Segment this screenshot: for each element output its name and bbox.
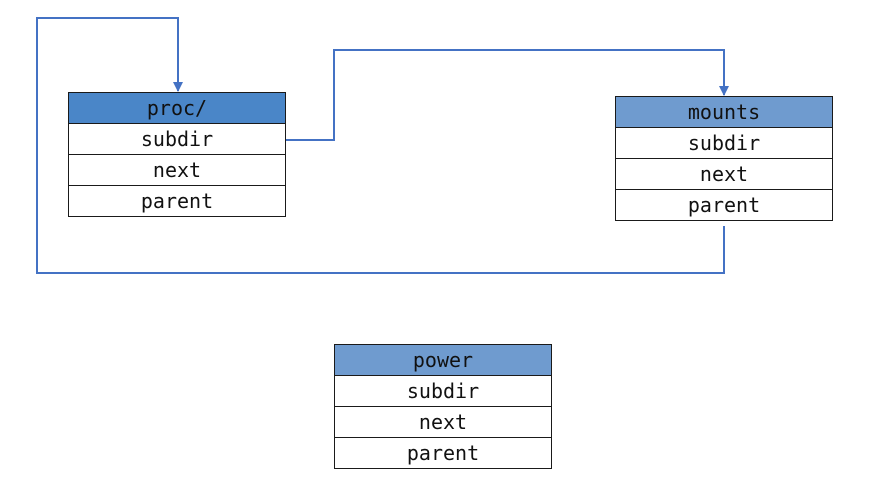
node-mounts-field-subdir: subdir — [616, 127, 832, 158]
node-power: power subdir next parent — [334, 344, 552, 469]
node-proc-field-parent: parent — [69, 185, 285, 216]
node-mounts-field-parent: parent — [616, 189, 832, 220]
arrow-proc-subdir-to-mounts — [286, 49, 729, 141]
node-power-field-subdir: subdir — [335, 375, 551, 406]
node-power-title: power — [335, 345, 551, 375]
node-mounts-title: mounts — [616, 97, 832, 127]
node-proc-field-subdir: subdir — [69, 123, 285, 154]
node-mounts: mounts subdir next parent — [615, 96, 833, 221]
node-proc-title: proc/ — [69, 93, 285, 123]
node-power-field-parent: parent — [335, 437, 551, 468]
node-power-field-next: next — [335, 406, 551, 437]
node-mounts-field-next: next — [616, 158, 832, 189]
arrow-mounts-parent-to-proc — [36, 17, 725, 274]
node-proc-field-next: next — [69, 154, 285, 185]
node-proc: proc/ subdir next parent — [68, 92, 286, 217]
